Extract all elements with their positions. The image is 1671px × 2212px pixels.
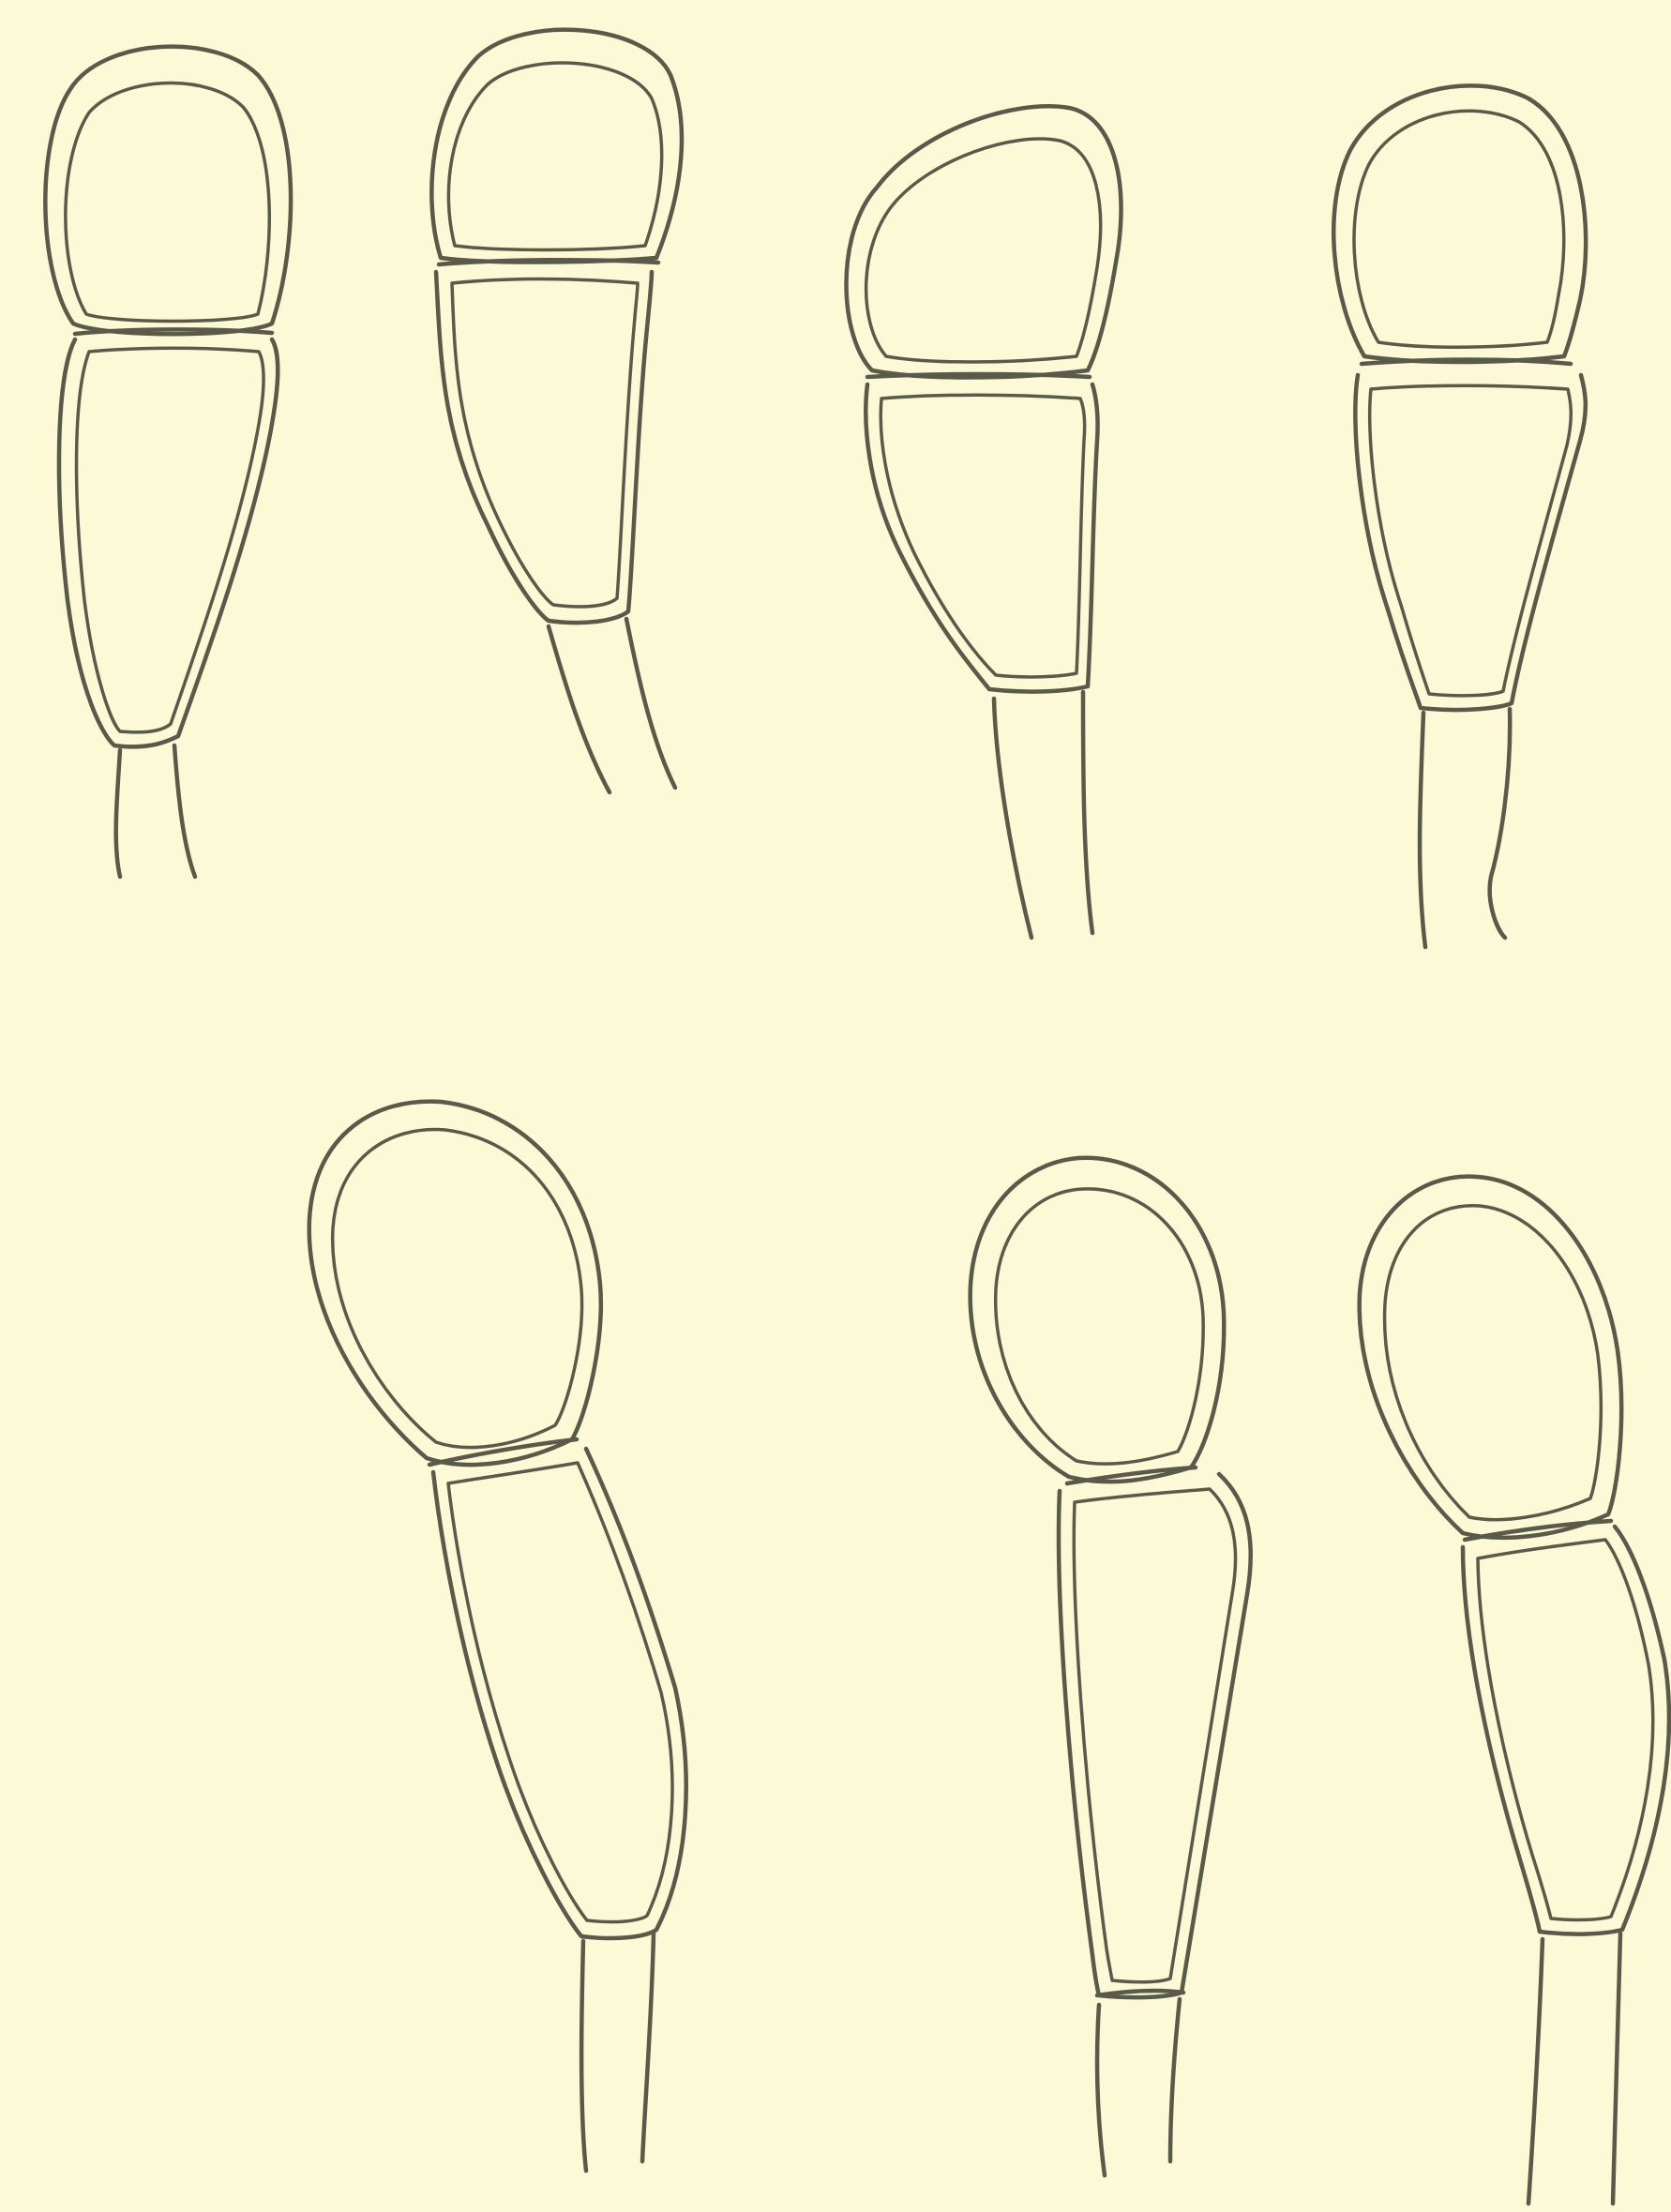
spore-3 <box>847 106 1122 938</box>
spore-1 <box>45 47 291 877</box>
spore-2 <box>431 30 682 792</box>
spore-7 <box>1360 1177 1669 2204</box>
spore-4 <box>1333 85 1586 947</box>
spore-6 <box>971 1158 1251 2175</box>
spore-5 <box>309 1102 686 2171</box>
